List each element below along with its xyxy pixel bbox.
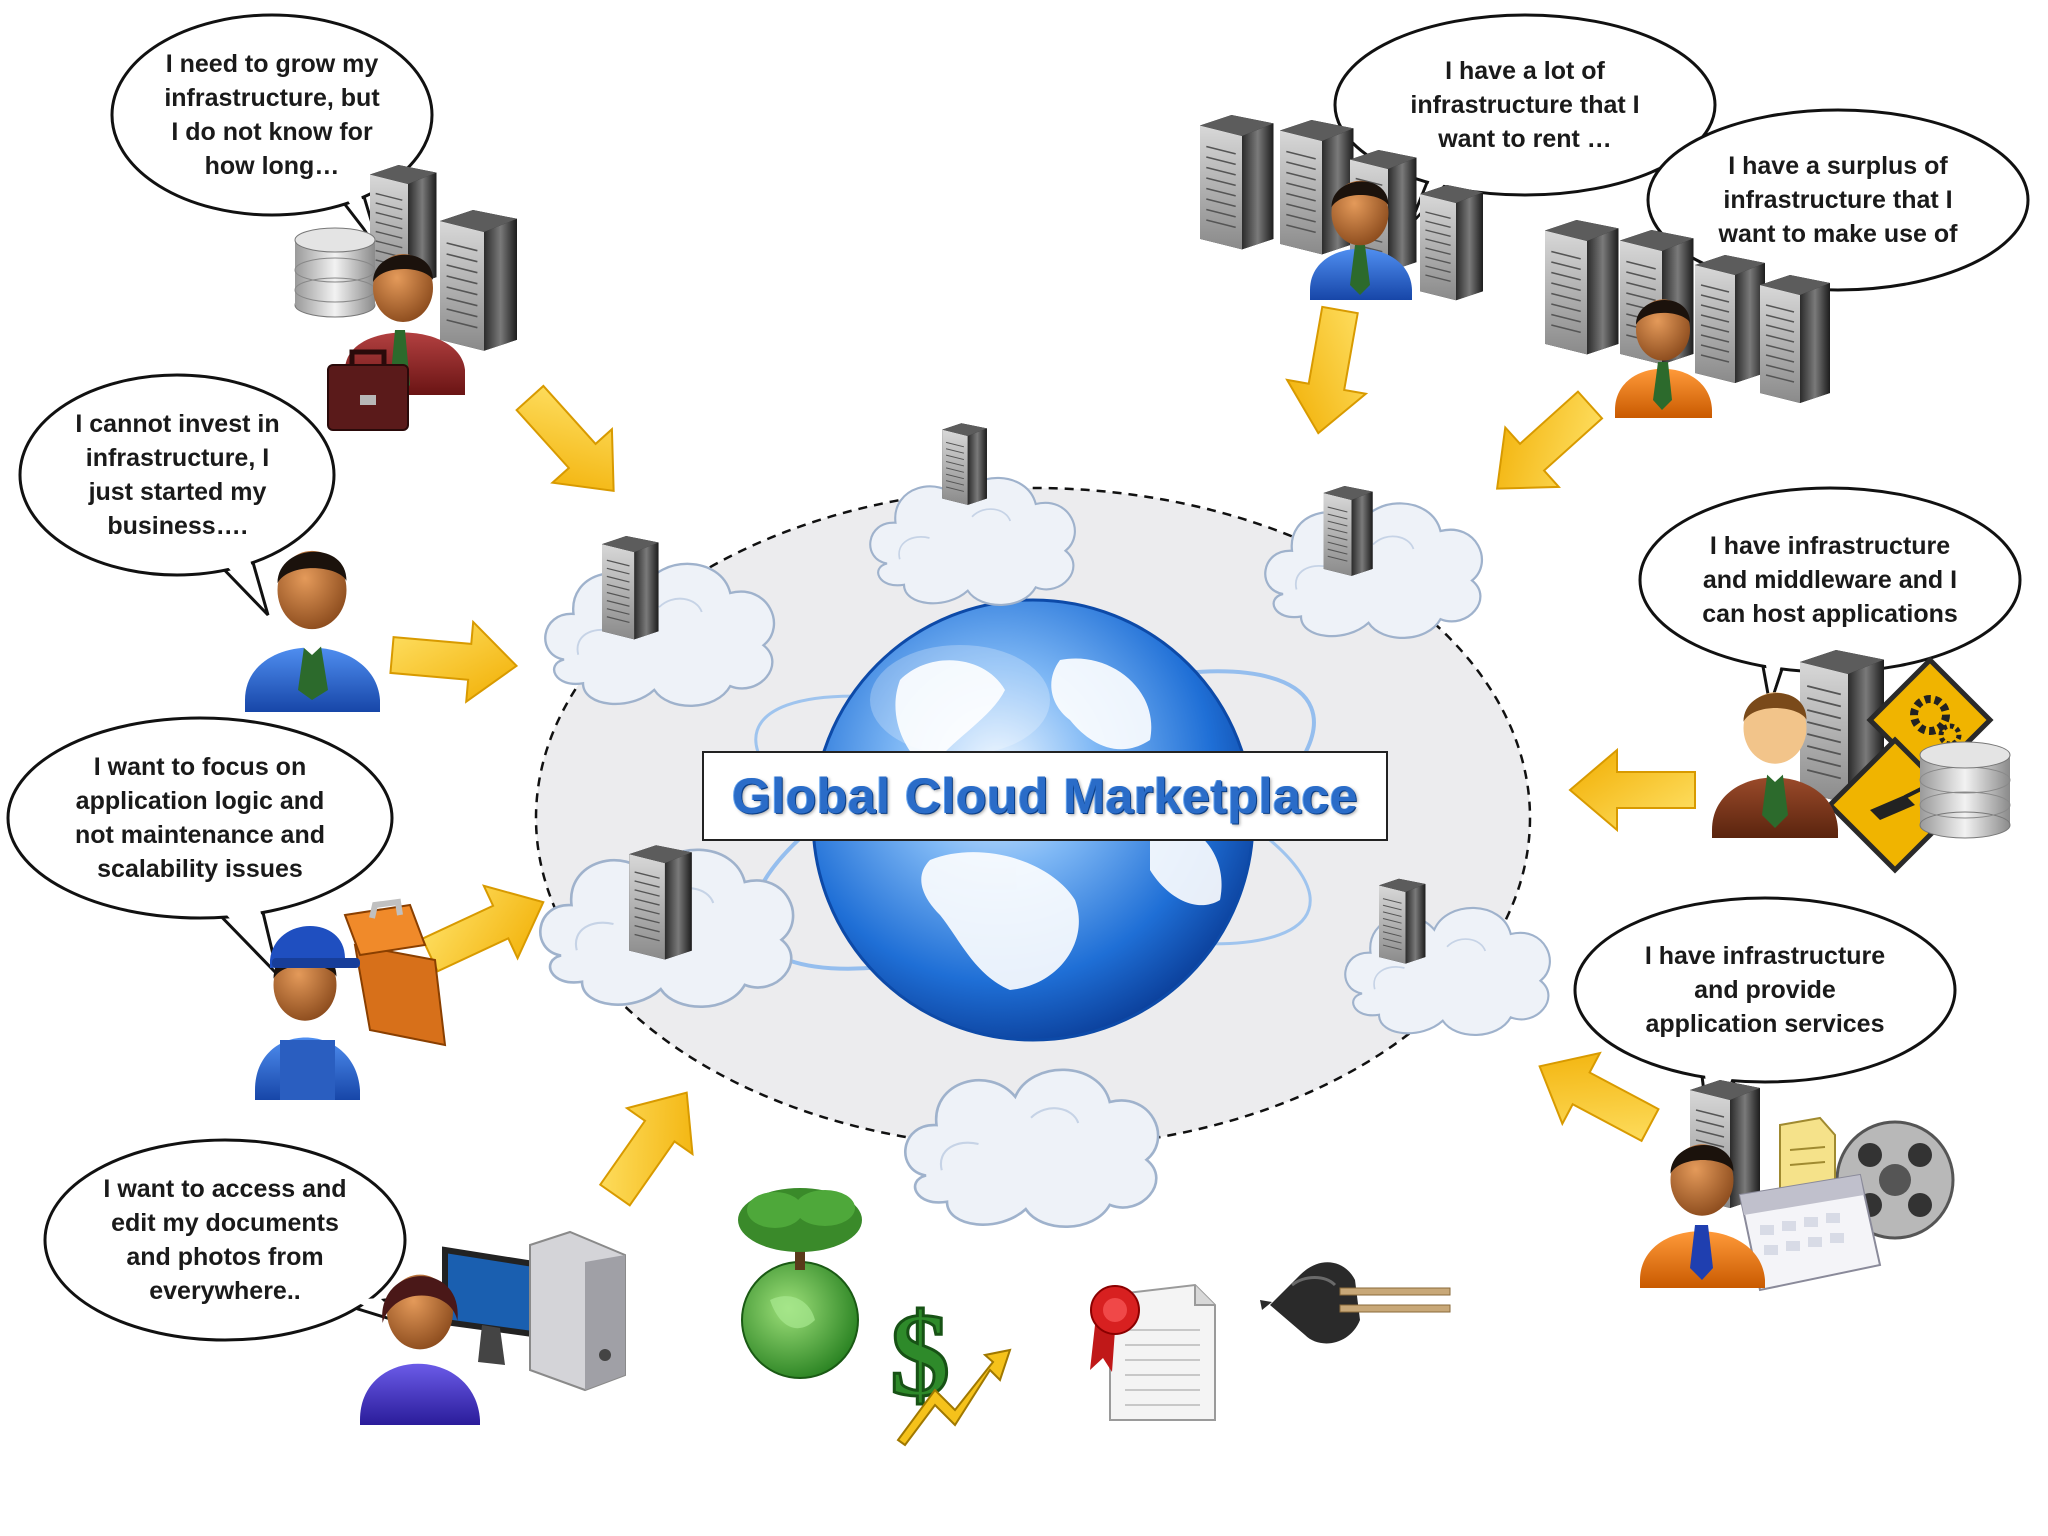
arrow — [581, 1068, 721, 1219]
speech-bubble-invest — [18, 373, 336, 617]
speech-bubble-text-grow: I need to grow my infrastructure, but I … — [164, 50, 380, 180]
user-at-computer-icon — [360, 1230, 626, 1425]
computer-tower-icon — [529, 1230, 626, 1392]
monitor-icon — [442, 1246, 543, 1365]
green-globe-tree-icon — [738, 1188, 862, 1379]
database-icon — [294, 227, 376, 318]
speech-bubble-text-middleware: I have infrastructure and middleware and… — [1702, 532, 1958, 628]
certificate-icon — [1090, 1283, 1216, 1421]
businessman-icon — [245, 550, 380, 712]
database-icon — [1919, 741, 2011, 839]
speech-bubble-text-rent: I have a lot of infrastructure that I wa… — [1410, 57, 1640, 153]
briefcase-icon — [327, 349, 409, 431]
arrow — [1469, 374, 1618, 520]
speech-bubble-focus — [6, 716, 394, 980]
speech-bubble-text-invest: I cannot invest in infrastructure, I jus… — [75, 410, 280, 540]
arrow — [1569, 749, 1696, 831]
arrow — [1277, 302, 1381, 442]
power-plug-icon — [1260, 1262, 1451, 1344]
toolbox-icon — [343, 898, 447, 1047]
speech-bubble-text-surplus: I have a surplus of infrastructure that … — [1718, 152, 1958, 248]
server-provider-orange-icon — [1544, 219, 1831, 418]
speech-bubble-text-focus: I want to focus on application logic and… — [74, 753, 326, 883]
cloud-server-icon — [1264, 485, 1484, 640]
middleware-provider-icon — [1712, 649, 2011, 874]
arrow — [499, 370, 645, 519]
marketplace-title-box: Global Cloud Marketplace — [702, 751, 1388, 841]
marketplace-title: Global Cloud Marketplace — [731, 768, 1358, 824]
arrow — [387, 614, 522, 707]
speech-bubble-text-access: I want to access and edit my documents a… — [103, 1175, 347, 1305]
dollar-growth-icon: $ — [889, 1287, 1012, 1447]
speech-bubble-grow — [110, 13, 434, 251]
application-services-provider-icon — [1640, 1079, 1955, 1292]
worker-with-toolbox-icon — [255, 898, 447, 1100]
cloud-server-icon — [869, 422, 1076, 607]
businessman-with-servers-icon — [294, 164, 518, 431]
speech-bubble-text-services: I have infrastructure and provide applic… — [1644, 942, 1886, 1038]
server-provider-icon — [1199, 114, 1484, 301]
